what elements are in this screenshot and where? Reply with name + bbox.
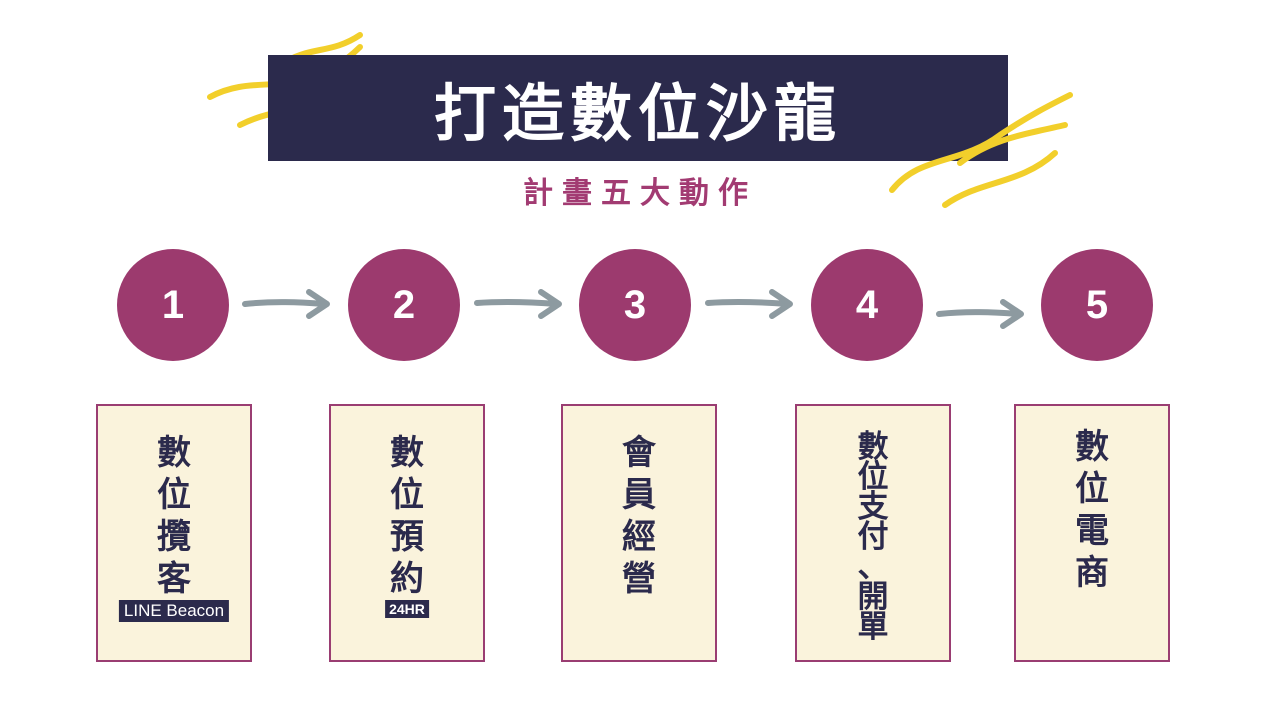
step-1-circle: 1 xyxy=(117,249,229,361)
yellow-squiggle-decoration-right xyxy=(889,92,1073,208)
step-4-circle: 4 xyxy=(811,249,923,361)
label-char: 數 xyxy=(857,429,889,465)
label-char: 位 xyxy=(157,475,191,515)
step-1-card: 數 位 攬 客 LINE Beacon xyxy=(96,404,252,662)
label-char: 、 xyxy=(857,549,889,585)
step-5-label: 數 位 電 商 xyxy=(1016,426,1168,594)
arrow-right-icon xyxy=(705,289,793,319)
step-4-card: 數 位 支 付 、 開 單 xyxy=(795,404,951,662)
title-banner: 打造數位沙龍 xyxy=(268,55,1008,161)
step-2-number: 2 xyxy=(392,282,416,327)
label-char: 數 xyxy=(1075,427,1109,467)
step-1-number: 1 xyxy=(161,282,185,327)
label-char: 員 xyxy=(622,475,656,515)
step-4-number: 4 xyxy=(855,282,879,327)
step-3-circle: 3 xyxy=(579,249,691,361)
step-3-number: 3 xyxy=(623,282,647,327)
step-3-label: 會 員 經 營 xyxy=(563,432,715,600)
arrow-right-icon xyxy=(474,289,562,319)
step-3-card: 會 員 經 營 xyxy=(561,404,717,662)
label-char: 數 xyxy=(157,433,191,473)
label-char: 數 xyxy=(390,433,424,473)
label-char: 位 xyxy=(1075,469,1109,509)
label-char: 開 xyxy=(857,579,889,615)
arrow-right-icon xyxy=(242,289,330,319)
step-2-label: 數 位 預 約 xyxy=(331,432,483,600)
label-char: 付 xyxy=(857,519,889,555)
label-char: 電 xyxy=(1075,511,1109,551)
label-char: 約 xyxy=(390,559,424,599)
page-title: 打造數位沙龍 xyxy=(433,77,842,150)
step-4-label: 數 位 支 付 、 開 單 xyxy=(797,429,949,645)
subtitle: 計畫五大動作 xyxy=(523,176,757,211)
label-char: 單 xyxy=(857,609,889,645)
label-char: 商 xyxy=(1075,553,1109,593)
step-5-number: 5 xyxy=(1085,282,1109,327)
label-char: 位 xyxy=(390,475,424,515)
label-char: 營 xyxy=(622,559,656,599)
step-1-label: 數 位 攬 客 xyxy=(98,432,250,600)
step-2-tag: 24HR xyxy=(385,600,429,618)
step-5-card: 數 位 電 商 xyxy=(1014,404,1170,662)
label-char: 經 xyxy=(622,517,656,557)
step-2-card: 數 位 預 約 24HR xyxy=(329,404,485,662)
label-char: 攬 xyxy=(157,517,191,557)
step-2-circle: 2 xyxy=(348,249,460,361)
label-char: 支 xyxy=(857,489,889,525)
label-char: 會 xyxy=(622,433,656,473)
step-1-tag: LINE Beacon xyxy=(118,600,230,622)
step-5-circle: 5 xyxy=(1041,249,1153,361)
label-char: 位 xyxy=(857,459,889,495)
label-char: 預 xyxy=(390,517,424,557)
arrow-right-icon xyxy=(936,299,1024,329)
label-char: 客 xyxy=(157,559,191,599)
